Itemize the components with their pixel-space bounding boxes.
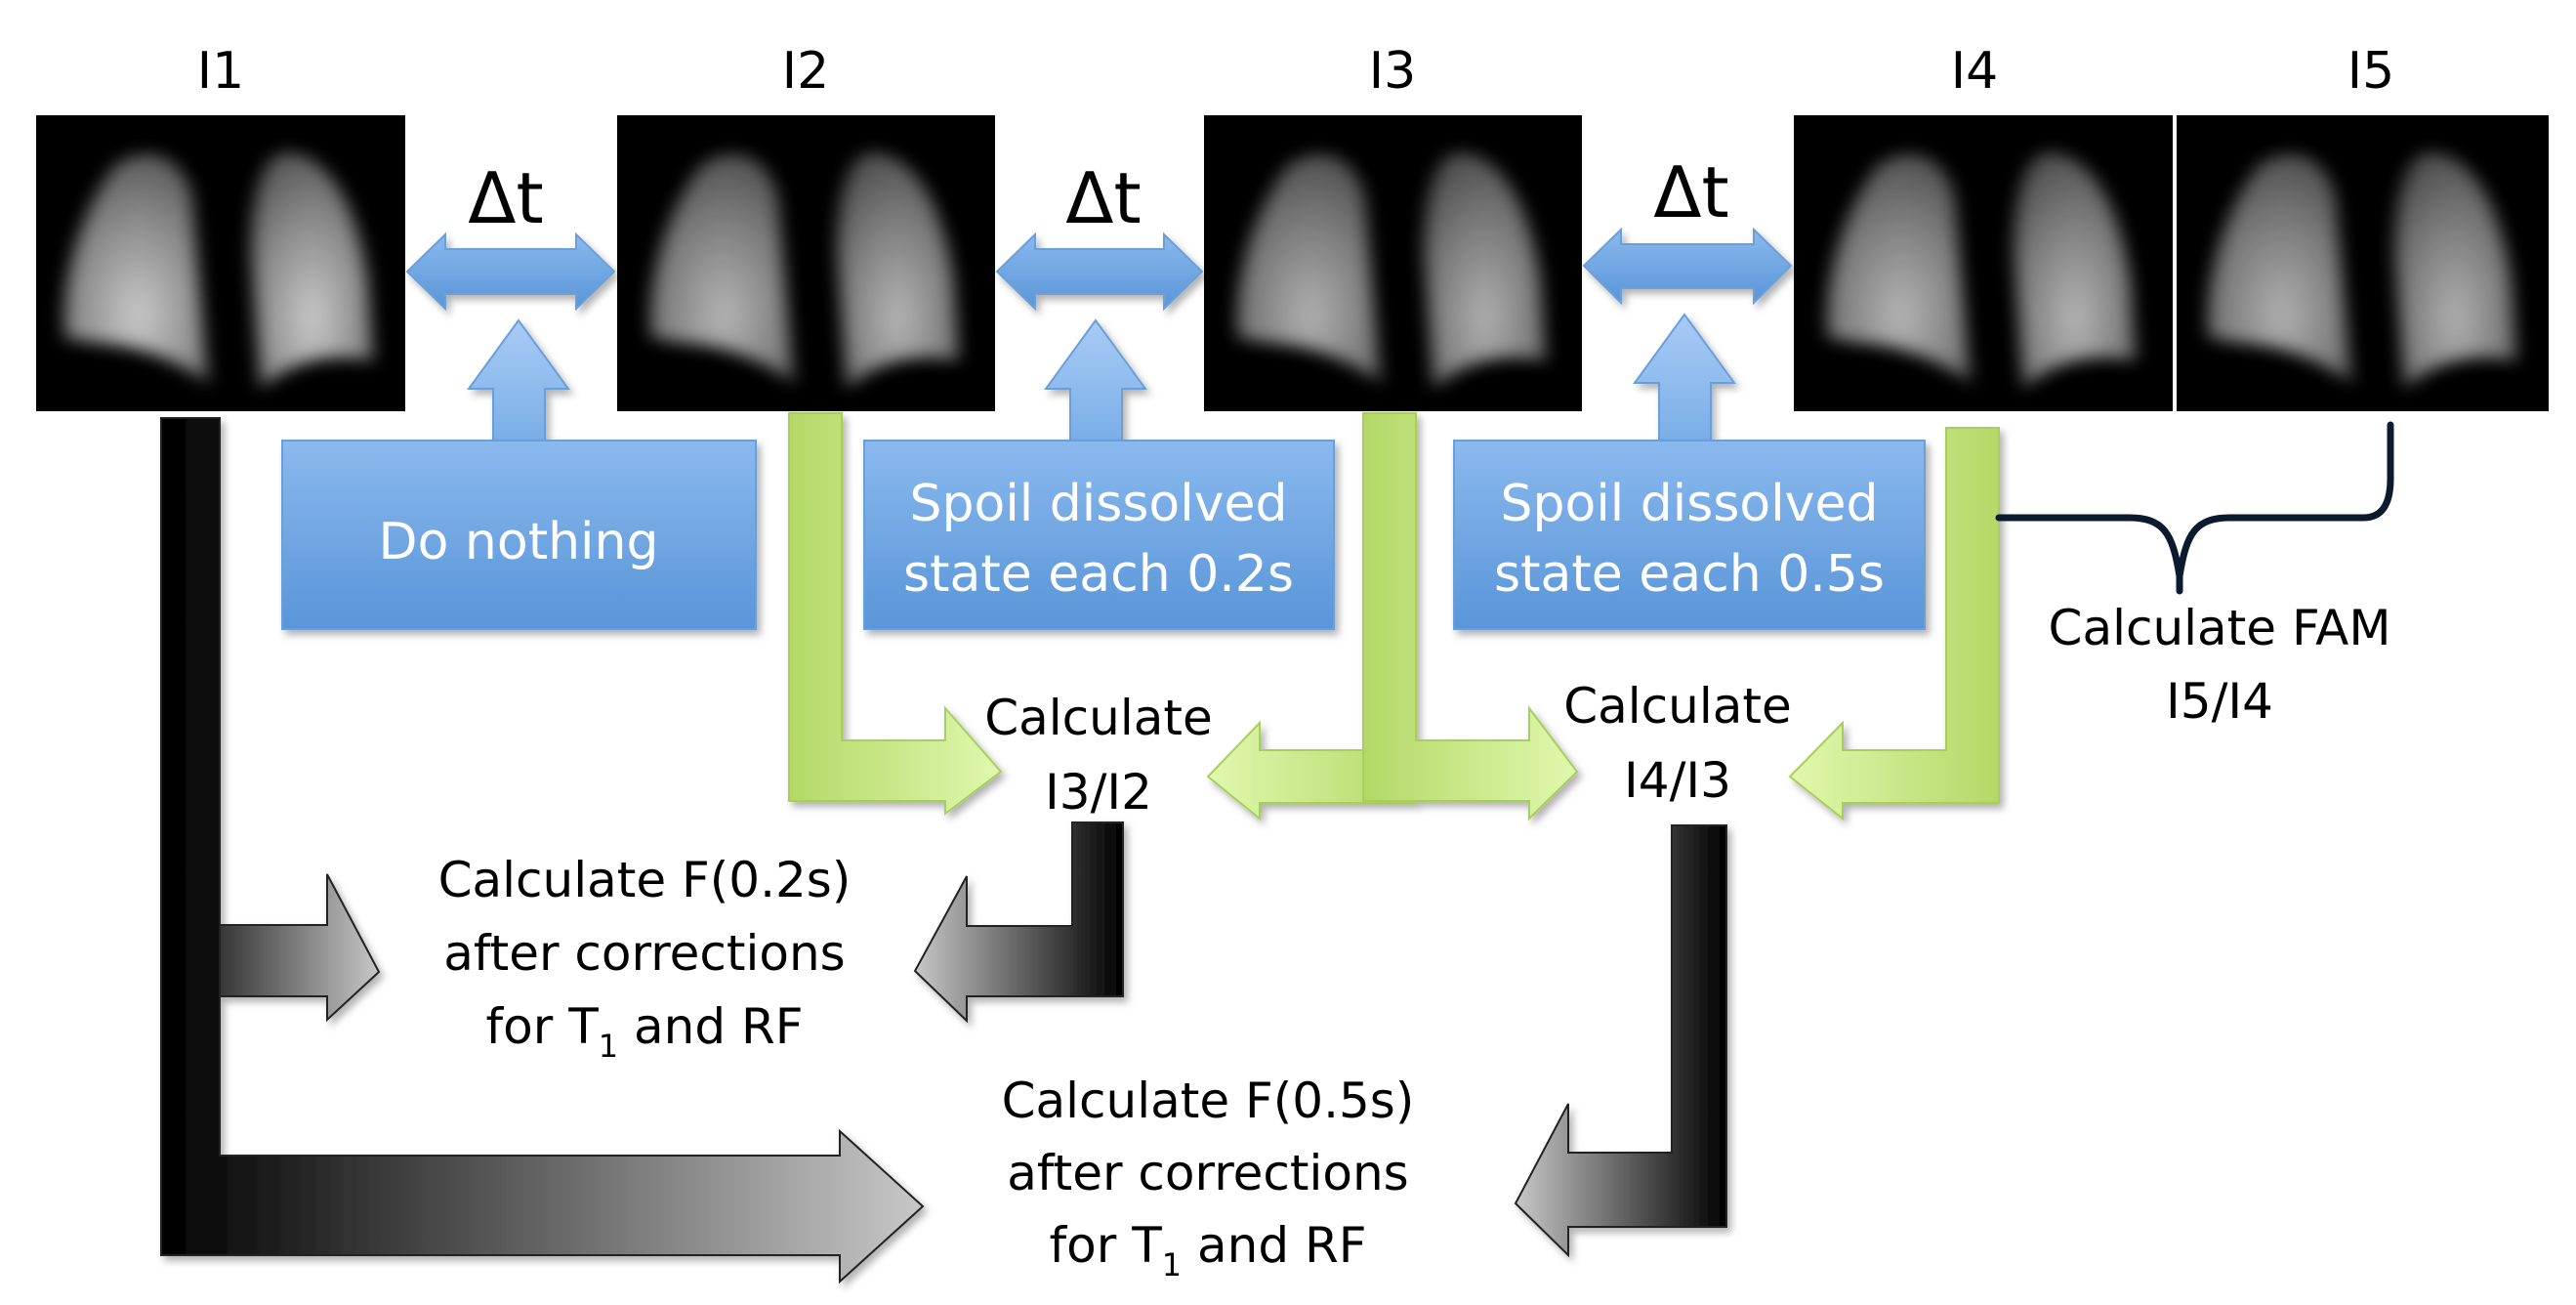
black-arrow-icon-i1-to-f05: [160, 417, 925, 1284]
ratio-text-i4-i3-line2: I4/I3: [1624, 752, 1731, 809]
lung-image-i4: [1794, 115, 2173, 411]
result-f02-line1: Calculate F(0.2s): [438, 852, 852, 908]
image-label-i2: I2: [782, 42, 829, 101]
black-arrow-icon-r32-to-f02: [913, 821, 1124, 1024]
action-text-0.2s-line1: Spoil dissolved: [910, 475, 1288, 533]
double-arrow-icon-3: [1582, 227, 1793, 306]
action-text-do-nothing: Do nothing: [379, 513, 659, 571]
green-arrow-icon-i4: [1788, 427, 2000, 821]
double-arrow-icon-2: [995, 232, 1204, 312]
result-f02-line2: after corrections: [443, 925, 845, 982]
image-label-i5: I5: [2347, 42, 2394, 101]
result-f05-line3: for T1 and RF: [1050, 1217, 1367, 1284]
up-arrow-icon-3: [1633, 313, 1736, 442]
ratio-text-i4-i3-line1: Calculate: [1563, 678, 1792, 735]
fam-text-line1: Calculate FAM: [2049, 600, 2391, 656]
image-label-i1: I1: [197, 42, 244, 101]
delta-t-label-1: Δt: [468, 157, 543, 239]
lung-image-i2: [617, 115, 995, 411]
image-label-i4: I4: [1951, 42, 1998, 101]
up-arrow-icon-1: [467, 318, 570, 442]
image-label-i3: I3: [1369, 42, 1416, 101]
up-arrow-icon-2: [1044, 318, 1147, 442]
black-arrow-icon-r43-to-f05: [1514, 824, 1727, 1258]
action-box-spoil-0.2s: [863, 440, 1335, 630]
action-text-0.5s-line1: Spoil dissolved: [1501, 475, 1879, 533]
double-arrow-icon-1: [405, 232, 616, 312]
lung-image-i3: [1204, 115, 1582, 411]
result-f02-line3: for T1 and RF: [486, 998, 804, 1065]
green-arrow-icon-i3-right: [1362, 412, 1579, 821]
brace-icon: [1995, 421, 2394, 580]
delta-t-label-3: Δt: [1653, 151, 1728, 233]
action-text-0.2s-line2: state each 0.2s: [903, 545, 1294, 604]
delta-t-label-2: Δt: [1065, 157, 1141, 239]
action-box-do-nothing: [281, 440, 757, 630]
fam-text-line2: I5/I4: [2166, 673, 2273, 730]
action-text-0.5s-line2: state each 0.5s: [1494, 545, 1885, 604]
ratio-text-i3-i2-line1: Calculate: [984, 690, 1213, 746]
ratio-text-i3-i2-line2: I3/I2: [1045, 764, 1152, 821]
lung-image-i5: [2177, 115, 2549, 411]
result-f05-line1: Calculate F(0.5s): [1002, 1073, 1415, 1129]
green-arrow-icon-i2: [788, 412, 1003, 817]
lung-image-i1: [36, 115, 405, 411]
action-box-spoil-0.5s: [1453, 440, 1926, 630]
result-f05-line2: after corrections: [1007, 1145, 1408, 1201]
